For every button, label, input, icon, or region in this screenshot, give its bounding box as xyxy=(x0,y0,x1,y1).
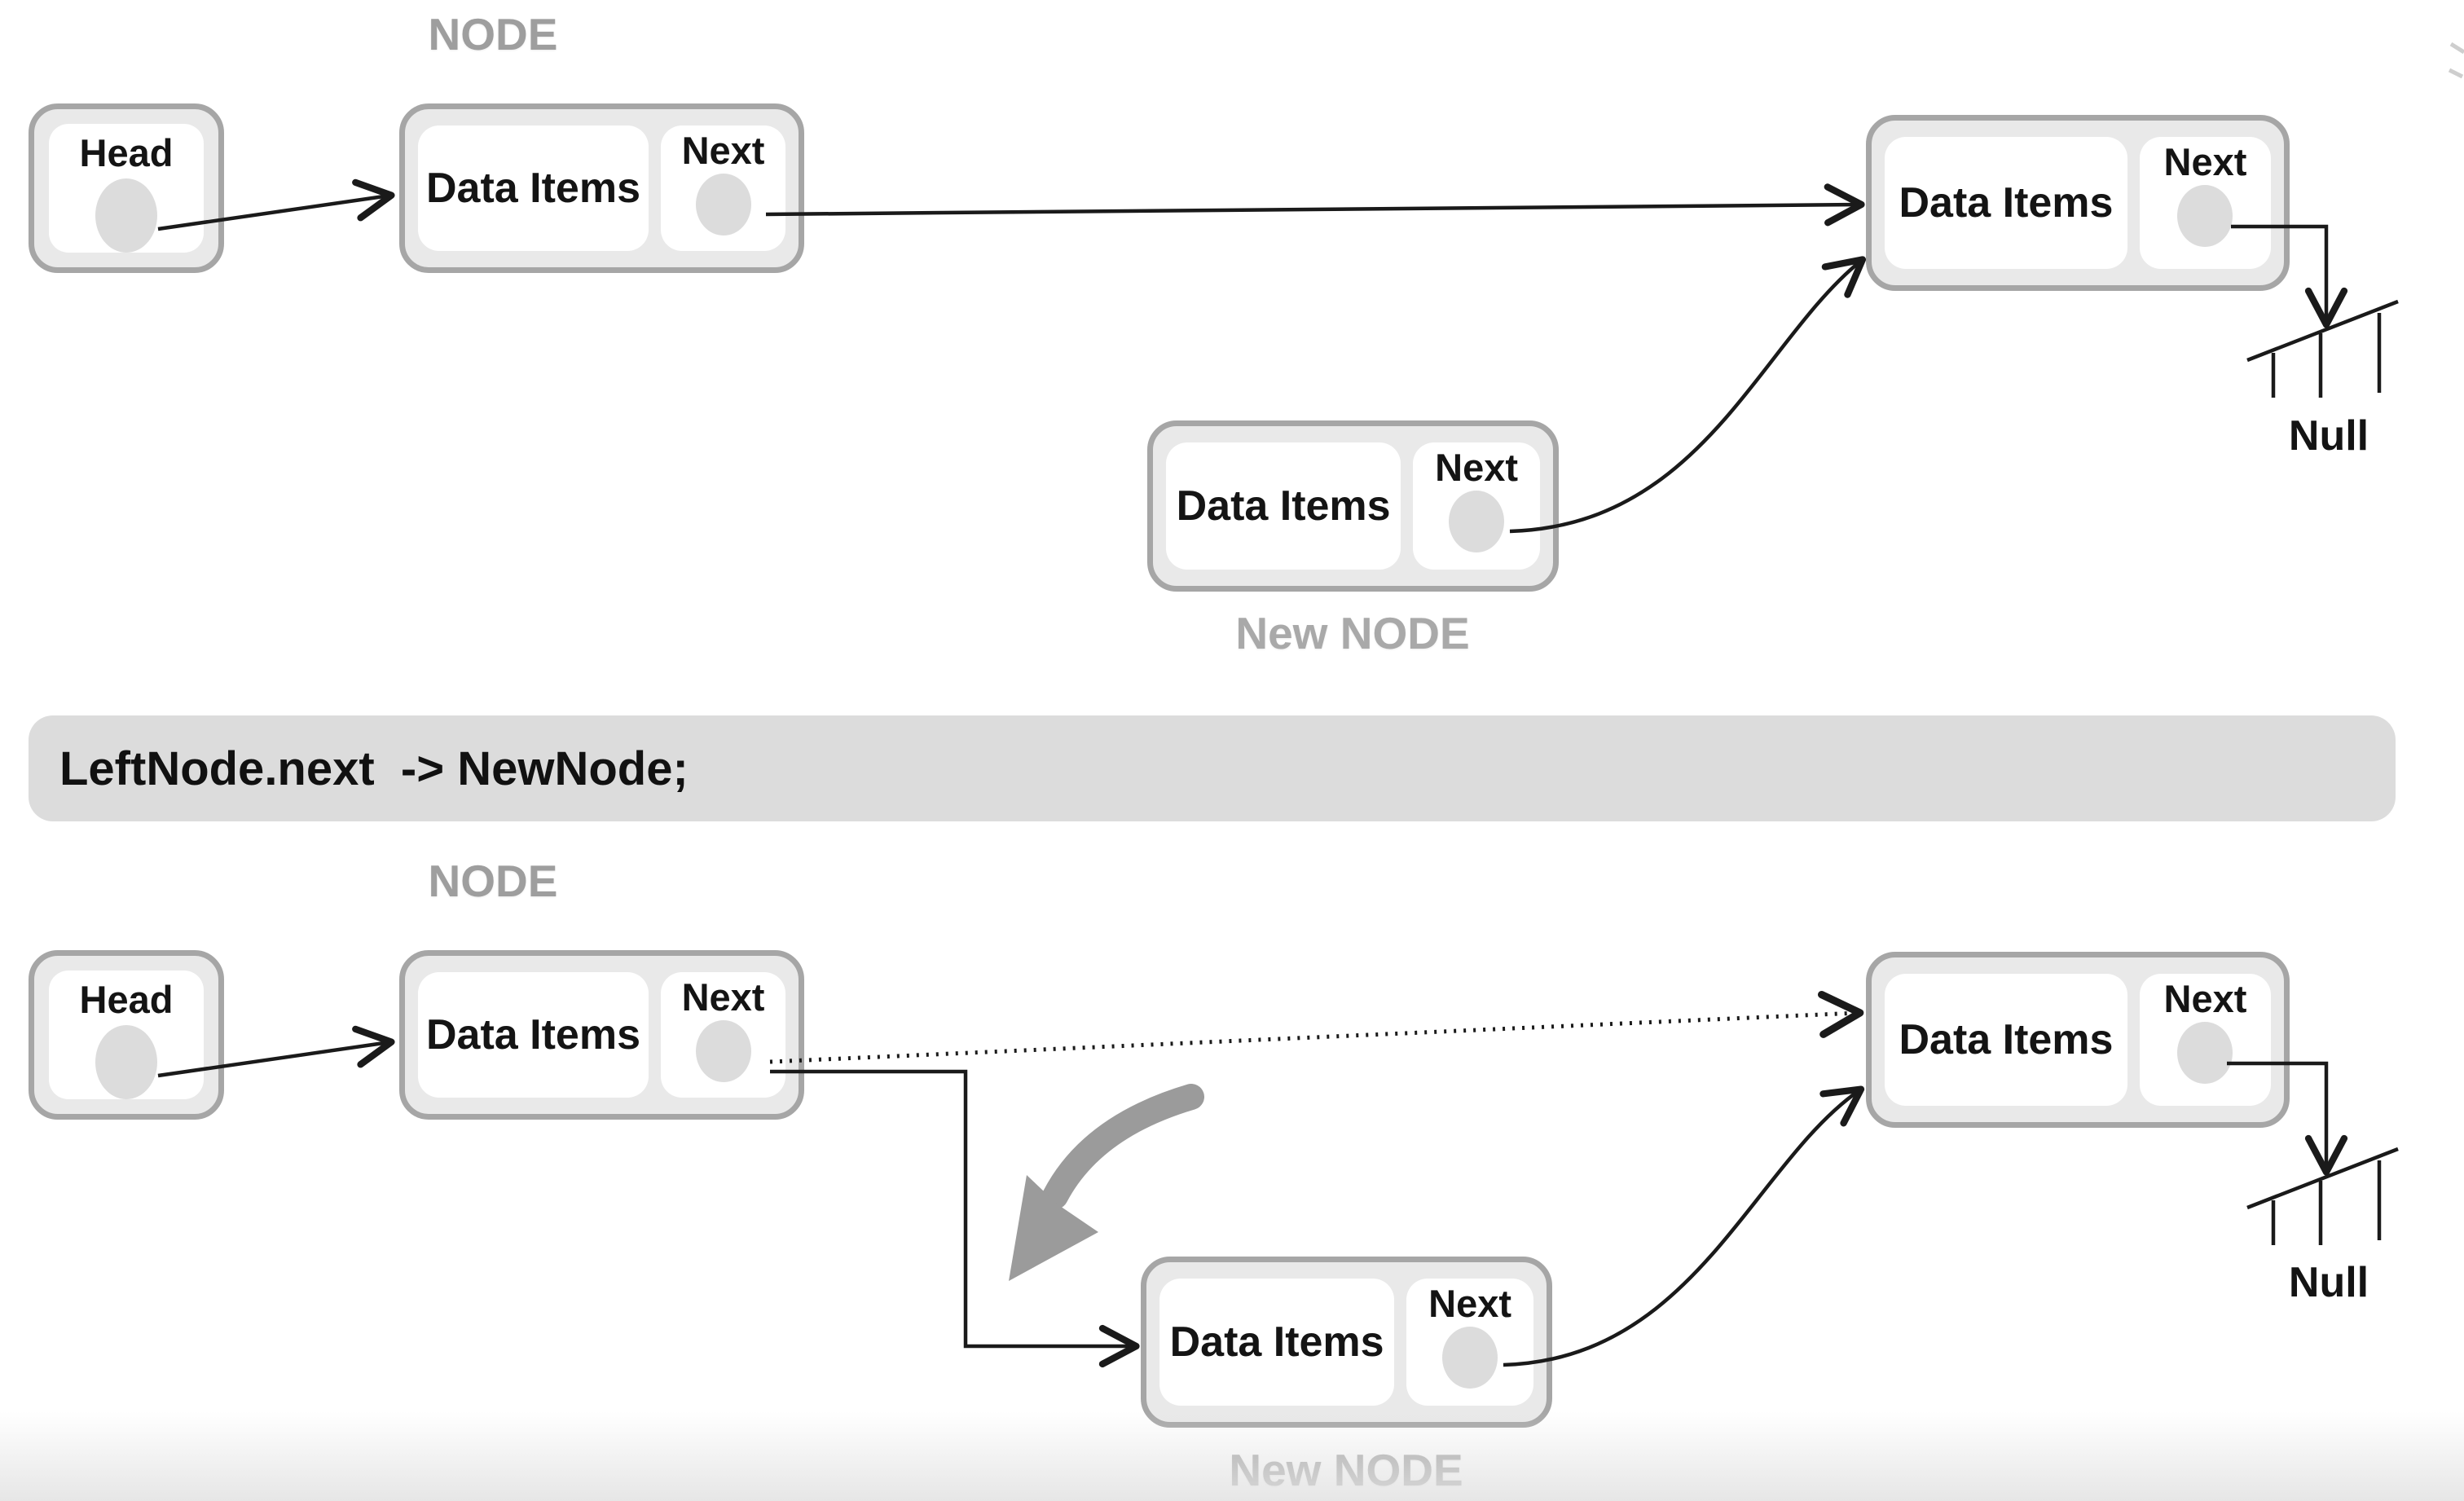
code-statement-bar: LeftNode.next -> NewNode; xyxy=(29,715,2396,821)
next-pointer-ellipse xyxy=(2177,185,2233,248)
data-items-label: Data Items xyxy=(426,165,640,212)
next-label: Next xyxy=(681,975,765,1019)
new-node-box: Data Items Next xyxy=(1141,1257,1552,1428)
head-label: Head xyxy=(79,131,174,174)
null-label: Null xyxy=(2288,412,2369,460)
next-label: Next xyxy=(681,129,765,172)
head-box-inner: Head xyxy=(49,971,204,1099)
new-node-caption: New NODE xyxy=(1235,608,1470,658)
null-ground-symbol xyxy=(2246,1147,2399,1245)
next-cell: Next xyxy=(2139,137,2271,269)
code-statement-text: LeftNode.next -> NewNode; xyxy=(59,742,689,795)
next-label: Next xyxy=(1428,1282,1512,1325)
arrow-old-link-dotted xyxy=(769,990,1864,1064)
data-items-label: Data Items xyxy=(1899,1016,2114,1063)
first-node-box: Data Items Next xyxy=(399,950,804,1120)
new-node-box: Data Items Next xyxy=(1147,420,1559,592)
head-pointer-ellipse xyxy=(95,178,157,253)
next-pointer-ellipse xyxy=(2177,1022,2233,1085)
node-caption: NODE xyxy=(428,856,558,906)
next-pointer-ellipse xyxy=(1449,491,1505,553)
bottom-fade-gradient xyxy=(0,1411,2464,1501)
data-items-label: Data Items xyxy=(426,1011,640,1059)
next-cell: Next xyxy=(2139,974,2271,1106)
data-items-cell: Data Items xyxy=(1159,1279,1395,1406)
next-label: Next xyxy=(2163,140,2247,183)
null-label: Null xyxy=(2288,1259,2369,1306)
data-items-cell: Data Items xyxy=(1885,137,2127,269)
next-cell: Next xyxy=(661,972,785,1098)
node-caption: NODE xyxy=(428,9,558,59)
data-items-label: Data Items xyxy=(1169,1318,1384,1366)
arrow-new-node-to-last-node xyxy=(1503,1085,1865,1367)
next-cell: Next xyxy=(1406,1279,1533,1406)
next-cell: Next xyxy=(1413,442,1540,570)
arrow-new-node-to-last-node xyxy=(1509,256,1867,534)
data-items-cell: Data Items xyxy=(1166,442,1401,570)
arrow-new-link-elbow xyxy=(770,1069,1140,1368)
arrow-first-node-to-last-node xyxy=(765,183,1865,227)
data-items-label: Data Items xyxy=(1899,179,2114,227)
gray-annotation-arrow xyxy=(1009,1084,1204,1281)
next-cell: Next xyxy=(661,125,785,251)
last-node-box: Data Items Next xyxy=(1866,115,2290,291)
data-items-cell: Data Items xyxy=(1885,974,2127,1106)
data-items-cell: Data Items xyxy=(418,125,649,251)
head-box: Head xyxy=(29,103,224,273)
head-label: Head xyxy=(79,978,174,1021)
last-node-box: Data Items Next xyxy=(1866,952,2290,1128)
next-pointer-ellipse xyxy=(695,1020,751,1083)
data-items-label: Data Items xyxy=(1176,482,1391,530)
data-items-cell: Data Items xyxy=(418,972,649,1098)
next-label: Next xyxy=(1435,446,1519,489)
head-box: Head xyxy=(29,950,224,1120)
next-label: Next xyxy=(2163,977,2247,1020)
next-pointer-ellipse xyxy=(695,174,751,236)
head-box-inner: Head xyxy=(49,124,204,253)
next-pointer-ellipse xyxy=(1442,1327,1498,1389)
first-node-box: Data Items Next xyxy=(399,103,804,273)
head-pointer-ellipse xyxy=(95,1025,157,1099)
null-ground-symbol xyxy=(2246,299,2399,398)
crop-artifact-marks xyxy=(2448,42,2464,79)
